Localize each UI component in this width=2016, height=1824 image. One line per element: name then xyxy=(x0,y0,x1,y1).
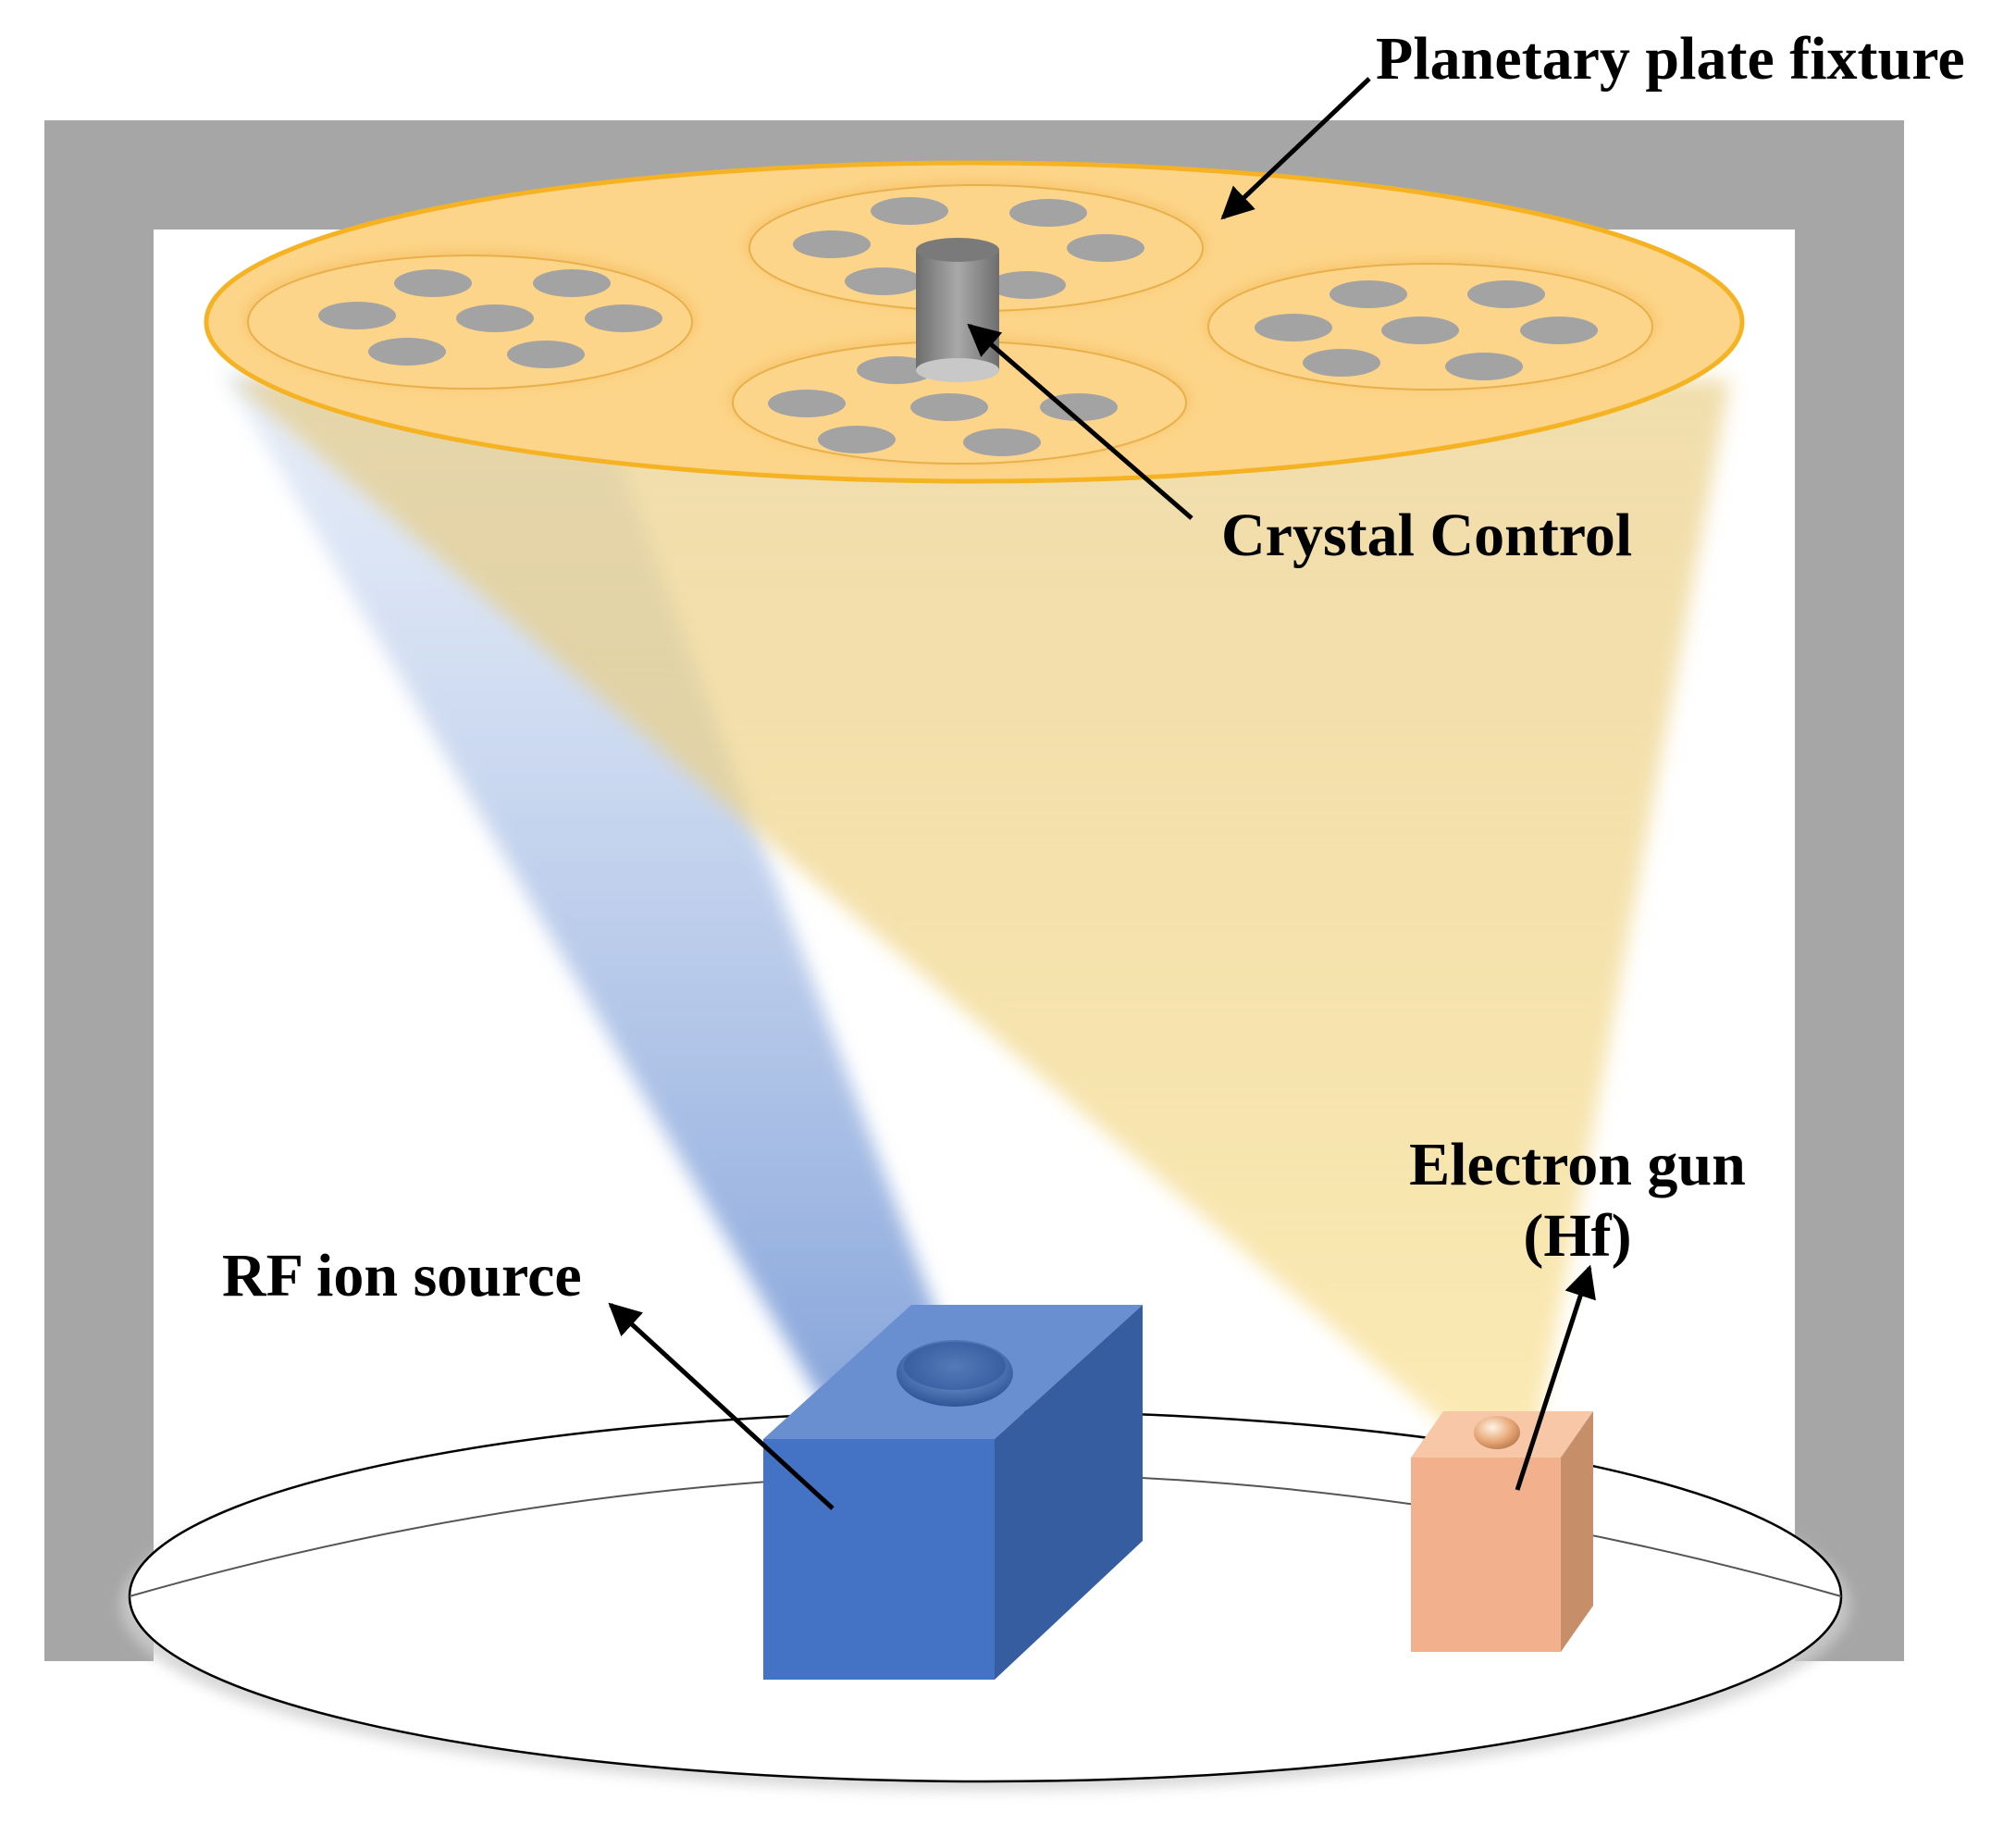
label-rf-ion-source: RF ion source xyxy=(222,1242,582,1309)
arrow-planetary xyxy=(1220,77,1371,220)
electron-gun xyxy=(1411,1411,1593,1652)
substrate-hole xyxy=(1009,199,1087,227)
planet-right xyxy=(1204,259,1657,391)
label-electron-gun: Electron gun xyxy=(1409,1131,1746,1198)
substrate-hole xyxy=(585,304,662,332)
arrow-crystal xyxy=(967,323,1194,520)
substrate-hole xyxy=(1067,234,1144,262)
substrate-hole xyxy=(1381,316,1459,344)
substrate-hole xyxy=(818,426,896,453)
substrate-hole xyxy=(533,269,611,297)
substrate-hole xyxy=(394,269,472,297)
substrate-hole xyxy=(1520,316,1598,344)
substrate-hole xyxy=(1330,280,1407,308)
substrate-hole xyxy=(318,302,396,329)
substrate-hole xyxy=(1467,280,1545,308)
substrate-hole xyxy=(910,393,988,421)
label-planetary-plate-fixture: Planetary plate fixture xyxy=(1376,25,1965,93)
substrate-hole xyxy=(507,341,585,368)
arrow-electron-gun xyxy=(1515,1264,1596,1491)
planetary-plate-fixture xyxy=(204,160,1745,484)
planet-left xyxy=(243,250,697,390)
label-crystal-control: Crystal Control xyxy=(1221,502,1632,569)
substrate-hole xyxy=(963,428,1041,456)
substrate-hole xyxy=(768,390,846,417)
evaporation-beam xyxy=(231,379,1730,1444)
crystal-control-sensor xyxy=(916,238,999,382)
substrate-hole xyxy=(1303,349,1380,377)
substrate-hole xyxy=(793,230,871,258)
substrate-hole xyxy=(845,267,922,295)
substrate-hole xyxy=(1040,393,1118,421)
substrate-hole xyxy=(456,304,534,332)
label-electron-gun-material: (Hf) xyxy=(1523,1202,1631,1270)
substrate-hole xyxy=(857,356,934,384)
rf-ion-source xyxy=(763,1305,1143,1680)
substrate-hole xyxy=(368,338,446,366)
annotation-arrows xyxy=(608,77,1596,1510)
planet-bottom xyxy=(728,337,1191,465)
substrate-hole xyxy=(871,197,948,225)
ion-beam xyxy=(222,370,976,1421)
substrate-hole xyxy=(988,271,1066,299)
substrate-hole xyxy=(1255,314,1332,341)
substrate-hole xyxy=(1445,353,1523,380)
arrow-rf-ion xyxy=(608,1302,835,1510)
